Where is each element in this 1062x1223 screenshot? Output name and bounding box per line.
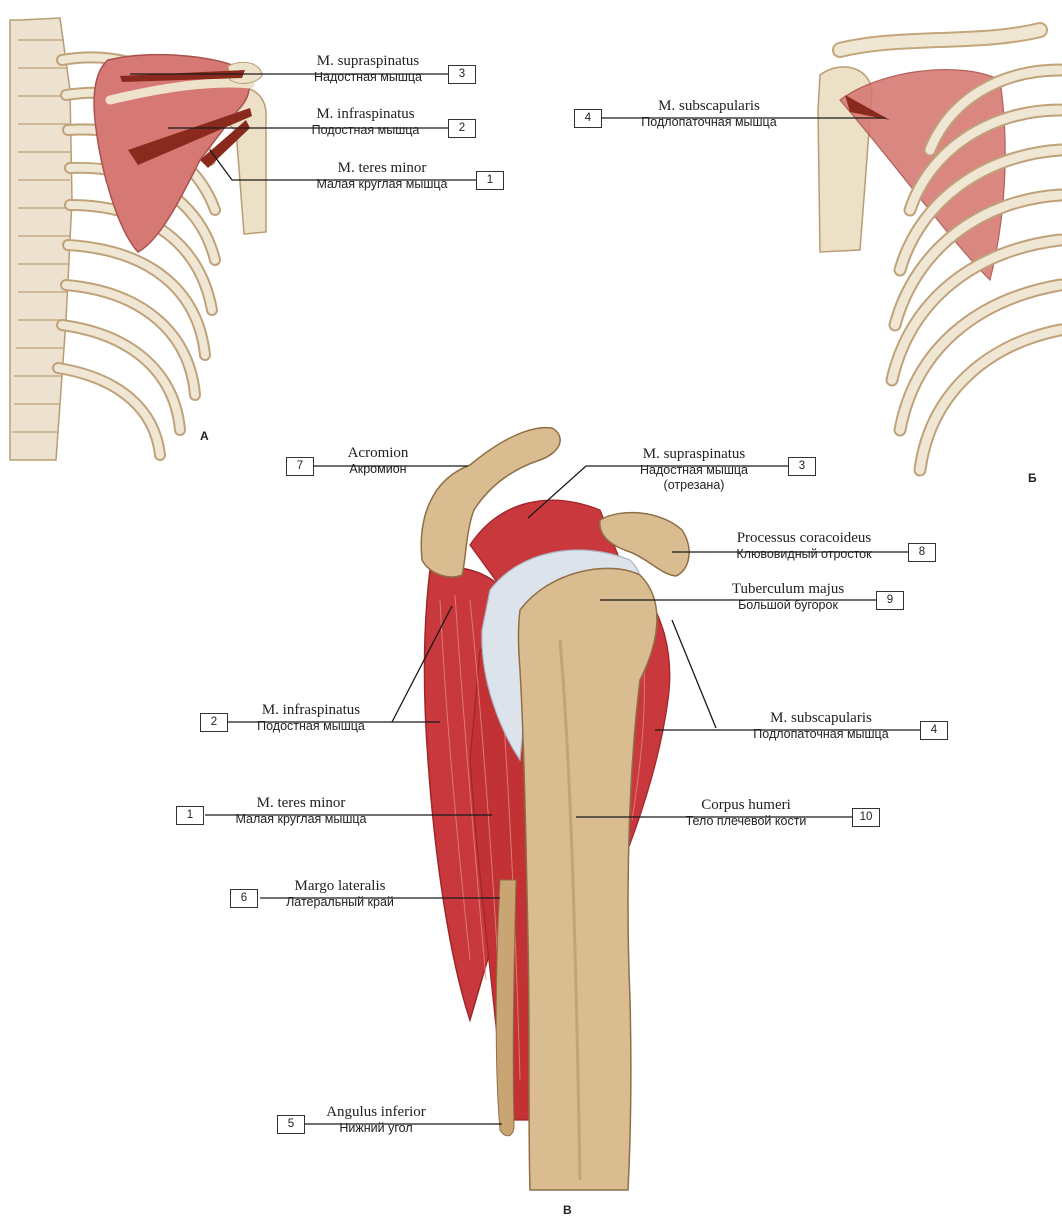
- label-v-supraspinatus-cut: M. supraspinatus Надостная мышца (отреза…: [600, 446, 788, 492]
- russian-name: Малая круглая мышца: [288, 177, 476, 191]
- russian-name: Латеральный край: [262, 895, 418, 909]
- latin-name: Processus coracoideus: [700, 530, 908, 547]
- russian-name: Подостная мышца: [230, 719, 392, 733]
- russian-name: Акромион: [318, 462, 438, 476]
- russian-note: (отрезана): [600, 478, 788, 492]
- panel-label-b: Б: [1028, 471, 1037, 485]
- latin-name: M. teres minor: [288, 160, 476, 177]
- label-v-angulus-inferior: Angulus inferior Нижний угол: [306, 1104, 446, 1136]
- russian-name: Надостная мышца: [288, 70, 448, 84]
- label-v-margo-lateralis: Margo lateralis Латеральный край: [262, 878, 418, 910]
- number-box: 8: [908, 543, 936, 562]
- label-v-corpus-humeri: Corpus humeri Тело плечевой кости: [640, 797, 852, 829]
- label-v-acromion: Acromion Акромион: [318, 445, 438, 477]
- russian-name: Подлопаточная мышца: [604, 115, 814, 129]
- number-box: 9: [876, 591, 904, 610]
- number-box: 1: [476, 171, 504, 190]
- panel-label-a: А: [200, 429, 209, 443]
- number-box: 2: [448, 119, 476, 138]
- number-box: 1: [176, 806, 204, 825]
- latin-name: Tuberculum majus: [700, 581, 876, 598]
- panel-label-v: В: [563, 1203, 572, 1217]
- latin-name: M. teres minor: [206, 795, 396, 812]
- panel-b-thorax-anterior: Б: [818, 30, 1060, 485]
- latin-name: Margo lateralis: [262, 878, 418, 895]
- label-b-subscapularis: M. subscapularis Подлопаточная мышца: [604, 98, 814, 130]
- latin-name: M. supraspinatus: [600, 446, 788, 463]
- label-a-supraspinatus: M. supraspinatus Надостная мышца: [288, 53, 448, 85]
- number-box: 6: [230, 889, 258, 908]
- latin-name: M. infraspinatus: [230, 702, 392, 719]
- label-v-teres-minor: M. teres minor Малая круглая мышца: [206, 795, 396, 827]
- latin-name: Angulus inferior: [306, 1104, 446, 1121]
- russian-name: Надостная мышца: [600, 463, 788, 477]
- latin-name: Corpus humeri: [640, 797, 852, 814]
- latin-name: M. subscapularis: [604, 98, 814, 115]
- latin-name: M. infraspinatus: [283, 106, 448, 123]
- latin-name: M. supraspinatus: [288, 53, 448, 70]
- russian-name: Малая круглая мышца: [206, 812, 396, 826]
- label-v-subscapularis: M. subscapularis Подлопаточная мышца: [722, 710, 920, 742]
- number-box: 10: [852, 808, 880, 827]
- number-box: 4: [574, 109, 602, 128]
- russian-name: Клювовидный отросток: [700, 547, 908, 561]
- label-a-infraspinatus: M. infraspinatus Подостная мышца: [283, 106, 448, 138]
- margo-lateralis-v: [496, 880, 516, 1136]
- humerus-v: [519, 568, 657, 1190]
- number-box: 3: [448, 65, 476, 84]
- latin-name: Acromion: [318, 445, 438, 462]
- number-box: 5: [277, 1115, 305, 1134]
- russian-name: Большой бугорок: [700, 598, 876, 612]
- spine: [10, 18, 72, 460]
- russian-name: Подлопаточная мышца: [722, 727, 920, 741]
- number-box: 2: [200, 713, 228, 732]
- number-box: 3: [788, 457, 816, 476]
- panel-a-thorax-posterior: А: [10, 18, 266, 460]
- label-a-teres-minor: M. teres minor Малая круглая мышца: [288, 160, 476, 192]
- label-v-infraspinatus: M. infraspinatus Подостная мышца: [230, 702, 392, 734]
- label-v-coracoid: Processus coracoideus Клювовидный отрост…: [700, 530, 908, 562]
- russian-name: Подостная мышца: [283, 123, 448, 137]
- russian-name: Нижний угол: [306, 1121, 446, 1135]
- label-v-tuberculum-majus: Tuberculum majus Большой бугорок: [700, 581, 876, 613]
- latin-name: M. subscapularis: [722, 710, 920, 727]
- number-box: 4: [920, 721, 948, 740]
- russian-name: Тело плечевой кости: [640, 814, 852, 828]
- number-box: 7: [286, 457, 314, 476]
